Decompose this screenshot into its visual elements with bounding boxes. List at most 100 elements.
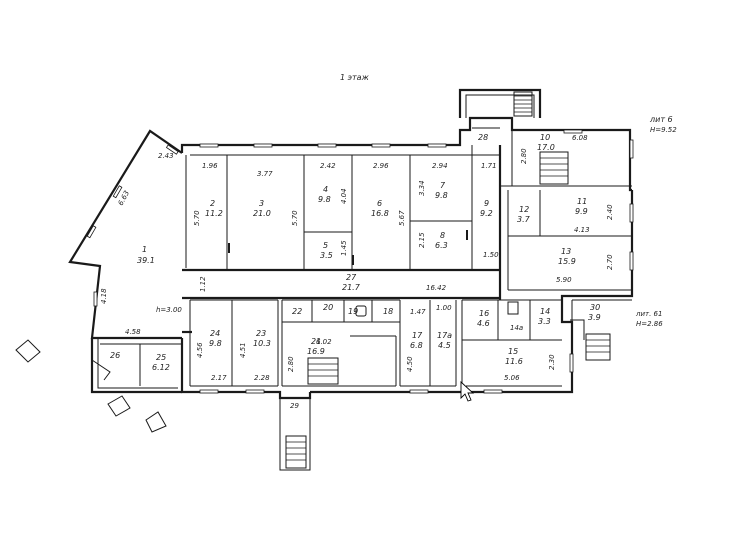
dim-334: 3.34	[418, 180, 426, 196]
room-27-number: 27	[346, 273, 357, 282]
room-13-area: 15.9	[558, 257, 576, 266]
dim-215: 2.15	[418, 232, 426, 248]
fixtures	[228, 230, 519, 317]
room-24-number: 24	[210, 329, 220, 338]
dim-456: 4.56	[196, 342, 204, 358]
dim-150: 1.50	[483, 251, 499, 259]
dim-296: 2.96	[373, 162, 389, 170]
dim-404: 4.04	[340, 188, 348, 204]
room-7-area: 9.8	[435, 191, 448, 200]
dim-112: 1.12	[199, 276, 207, 292]
dim-270: 2.70	[606, 254, 614, 270]
dim-147: 1.47	[410, 308, 426, 316]
dim-418: 4.18	[100, 288, 108, 304]
dim-145: 1.45	[340, 240, 348, 256]
room-2-area: 11.2	[205, 209, 223, 218]
dim-171: 1.71	[481, 162, 497, 170]
room-22-number: 22	[292, 307, 302, 316]
dim-230: 2.30	[548, 354, 556, 370]
labels: 1 этаж лит 6 H=9.52 лит. 61 H=2.86 h=3.0…	[110, 73, 677, 410]
room-14a-number: 14а	[510, 324, 523, 332]
dim-280a: 2.80	[520, 148, 528, 164]
room-18-number: 18	[383, 307, 393, 316]
ceiling-height: h=3.00	[156, 306, 182, 314]
room-2-number: 2	[210, 199, 215, 208]
dim-413: 4.13	[574, 226, 590, 234]
dim-567: 5.67	[398, 210, 406, 226]
room-5-number: 5	[323, 241, 328, 250]
room-7-number: 7	[440, 181, 446, 190]
room-8-number: 8	[440, 231, 445, 240]
lit61-label: лит. 61	[635, 310, 662, 318]
dim-196: 1.96	[202, 162, 218, 170]
room-27-area: 21.7	[342, 283, 361, 292]
room-6-number: 6	[377, 199, 382, 208]
room-17a-area: 4.5	[438, 341, 451, 350]
room-12-number: 12	[519, 205, 529, 214]
room-11-area: 9.9	[575, 207, 588, 216]
room-29-number: 29	[290, 402, 299, 410]
dim-100: 1.00	[436, 304, 452, 312]
room-17-area: 6.8	[410, 341, 423, 350]
room-16-area: 4.6	[477, 319, 490, 328]
room-25-area: 6.12	[152, 363, 170, 372]
room-16-number: 16	[479, 309, 489, 318]
room-14-number: 14	[540, 307, 550, 316]
dim-608: 6.08	[572, 134, 588, 142]
room-3-number: 3	[259, 199, 264, 208]
stair-south-entrance	[279, 398, 311, 471]
room-26-number: 26	[110, 351, 120, 360]
stair-room-21	[307, 357, 339, 385]
room-19-number: 19	[348, 307, 358, 316]
room-28-number: 28	[478, 133, 488, 142]
windows	[86, 129, 634, 394]
room-10-area: 17.0	[537, 143, 555, 152]
dim-280b: 2.80	[287, 356, 295, 372]
room-15-area: 11.6	[505, 357, 523, 366]
stair-room-30	[585, 333, 611, 361]
dim-294: 2.94	[432, 162, 448, 170]
dim-1642: 16.42	[426, 284, 447, 292]
room-21-area: 16.9	[307, 347, 325, 356]
interior-walls	[100, 127, 632, 387]
lit6-label: лит 6	[649, 115, 673, 124]
room-1-area: 39.1	[137, 256, 155, 265]
dim-240: 2.40	[606, 204, 614, 220]
floor-title: 1 этаж	[340, 73, 370, 82]
dim-570a: 5.70	[193, 210, 201, 226]
dim-506: 5.06	[504, 374, 520, 382]
lit6-height: H=9.52	[650, 126, 677, 134]
dim-217: 2.17	[211, 374, 227, 382]
dim-602: 6.02	[316, 338, 332, 346]
room-14-area: 3.3	[538, 317, 551, 326]
room-8-area: 6.3	[435, 241, 448, 250]
room-5-area: 3.5	[320, 251, 333, 260]
room-30-area: 3.9	[588, 313, 601, 322]
room-12-area: 3.7	[517, 215, 531, 224]
dim-377: 3.77	[257, 170, 273, 178]
room-10-number: 10	[540, 133, 550, 142]
exterior-porches	[15, 319, 585, 433]
room-4-area: 9.8	[318, 195, 331, 204]
room-4-number: 4	[323, 185, 328, 194]
room-13-number: 13	[561, 247, 571, 256]
room-25-number: 25	[156, 353, 166, 362]
room-21-number: 21	[311, 337, 321, 346]
room-30-number: 30	[590, 303, 600, 312]
dim-228: 2.28	[254, 374, 270, 382]
room-6-area: 16.8	[371, 209, 389, 218]
room-1-number: 1	[142, 245, 147, 254]
stair-north	[513, 91, 533, 117]
outer-walls	[68, 88, 634, 400]
dim-451: 4.51	[239, 342, 247, 358]
room-17-number: 17	[412, 331, 423, 340]
dim-458: 4.58	[125, 328, 141, 336]
room-3-area: 21.0	[253, 209, 271, 218]
dim-570b: 5.70	[291, 210, 299, 226]
mouse-cursor-icon	[460, 380, 475, 402]
room-24-area: 9.8	[209, 339, 222, 348]
stair-room-10	[539, 151, 569, 185]
lit61-height: H=2.86	[636, 320, 663, 328]
dim-590: 5.90	[556, 276, 572, 284]
